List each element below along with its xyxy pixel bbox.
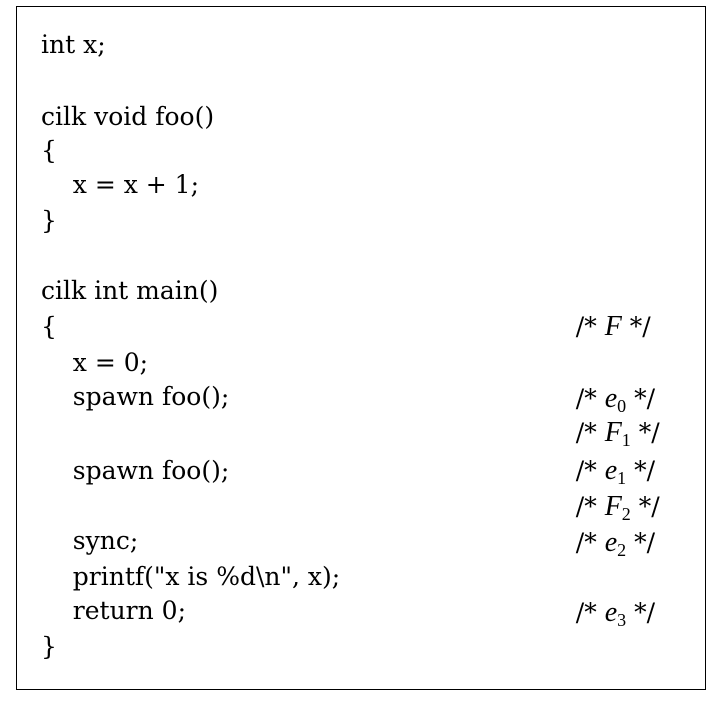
comment-f1: /* F1 */ — [575, 417, 660, 450]
code-line: sync; — [41, 526, 139, 555]
comment-e3: /* e3 */ — [575, 597, 656, 630]
code-line: cilk int main() — [41, 276, 219, 305]
code-line: x = x + 1; — [41, 170, 199, 199]
comment-f2: /* F2 */ — [575, 491, 660, 524]
comment-e0: /* e0 */ — [575, 383, 656, 416]
code-line: cilk void foo() — [41, 102, 215, 131]
comment-e1: /* e1 */ — [575, 455, 656, 488]
comment-main: /* F */ — [575, 311, 651, 342]
code-line: { — [41, 312, 57, 341]
code-line: } — [41, 206, 57, 235]
code-line: int x; — [41, 30, 106, 59]
code-line: spawn foo(); — [41, 382, 230, 411]
code-line: } — [41, 632, 57, 661]
code-line: spawn foo(); — [41, 456, 230, 485]
code-listing: int x; cilk void foo() { x = x + 1; } ci… — [16, 6, 706, 690]
code-line: printf("x is %d\n", x); — [41, 562, 341, 591]
code-line: x = 0; — [41, 348, 149, 377]
code-line: return 0; — [41, 596, 187, 625]
comment-e2: /* e2 */ — [575, 527, 656, 560]
code-line: { — [41, 136, 57, 165]
